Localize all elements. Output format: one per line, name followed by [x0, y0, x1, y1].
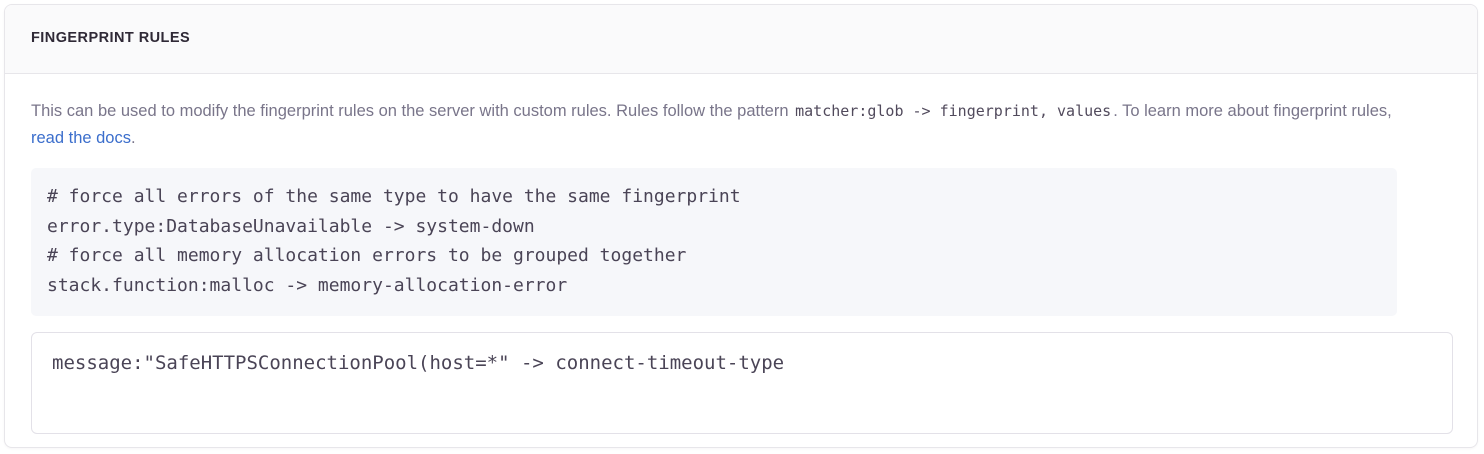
description-text-end: . [130, 129, 136, 147]
description-text-before-code: This can be used to modify the fingerpri… [31, 102, 794, 120]
fingerprint-rules-panel: FINGERPRINT RULES This can be used to mo… [4, 4, 1478, 448]
description-text-after-code: . To learn more about fingerprint rules, [1113, 102, 1392, 120]
read-the-docs-link[interactable]: read the docs [31, 129, 131, 147]
page-title: FINGERPRINT RULES [31, 30, 191, 47]
inline-code-pattern: matcher:glob -> fingerprint, values [795, 102, 1112, 120]
fingerprint-rules-example-code: # force all errors of the same type to h… [31, 168, 1397, 316]
fingerprint-rules-input[interactable] [31, 332, 1453, 434]
panel-description: This can be used to modify the fingerpri… [31, 98, 1411, 152]
panel-body: This can be used to modify the fingerpri… [5, 74, 1477, 434]
panel-header: FINGERPRINT RULES [5, 5, 1477, 74]
